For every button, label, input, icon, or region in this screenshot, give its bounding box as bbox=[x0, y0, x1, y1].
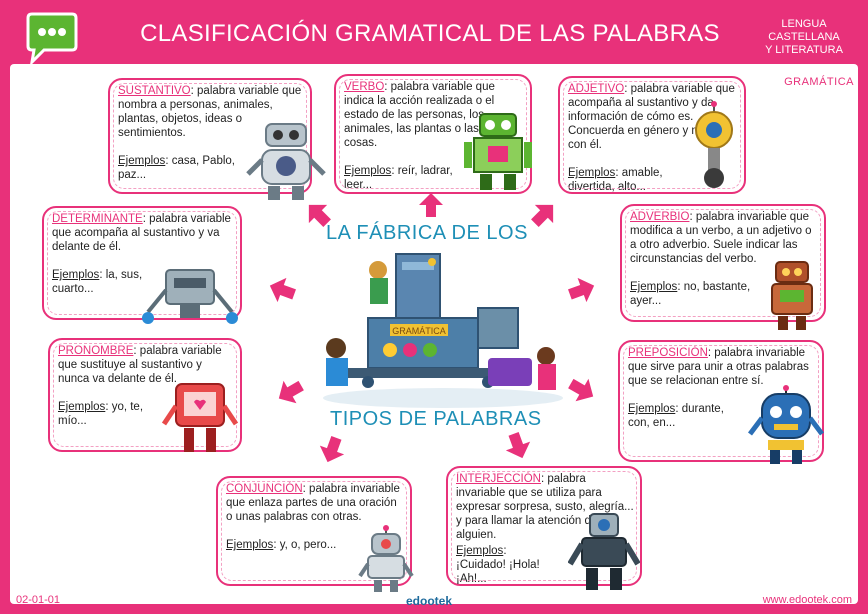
term-verbo: VERBO bbox=[344, 81, 385, 93]
sheet-code: 02-01-01 bbox=[16, 594, 61, 606]
term-pronombre: PRONOMBRE bbox=[58, 345, 134, 357]
arrow-left-icon bbox=[269, 277, 296, 303]
topic-label: GRAMÁTICA bbox=[784, 76, 854, 88]
arrow-up-icon bbox=[419, 193, 443, 217]
center-title-line1: LA FÁBRICA DE LOS bbox=[326, 222, 528, 244]
robot-sustantivo-icon bbox=[246, 123, 326, 200]
term-interjeccion: INTERJECCIÓN bbox=[456, 473, 541, 485]
term-adverbio: ADVERBIO bbox=[630, 211, 690, 223]
card-verbo: VERBO: palabra variable que indica la ac… bbox=[334, 74, 532, 194]
arrow-down-interjeccion-icon bbox=[505, 432, 531, 459]
center-title-line2: TIPOS DE PALABRAS bbox=[330, 408, 542, 430]
subject-label: LENGUA CASTELLANA Y LITERATURA bbox=[765, 18, 843, 56]
speech-bubble-logo-icon bbox=[26, 12, 78, 64]
term-sustantivo: SUSTANTIVO bbox=[118, 85, 191, 97]
arrow-right-icon bbox=[568, 277, 595, 303]
card-conjuncion: CONJUNCIÓN: palabra invariable que enlaz… bbox=[216, 476, 412, 586]
term-determinante: DETERMINANTE bbox=[52, 213, 143, 225]
header-bar: CLASIFICACIÓN GRAMATICAL DE LAS PALABRAS… bbox=[0, 0, 868, 64]
robot-adjetivo-icon bbox=[695, 101, 733, 188]
term-preposicion: PREPOSICIÓN bbox=[628, 347, 708, 359]
arrow-down-conjuncion-icon bbox=[319, 436, 345, 463]
robot-adverbio-icon bbox=[771, 261, 813, 330]
robot-conjuncion-icon bbox=[358, 525, 414, 592]
factory-machine-illustration: GRAMÁTICA bbox=[323, 253, 563, 408]
robot-verbo-icon bbox=[464, 113, 532, 190]
robot-pronombre-icon bbox=[161, 383, 239, 452]
brand-logo: edootek bbox=[406, 594, 453, 608]
arrow-up-right-icon bbox=[531, 204, 554, 227]
website-link[interactable]: www.edootek.com bbox=[762, 594, 852, 606]
page-title: CLASIFICACIÓN GRAMATICAL DE LAS PALABRAS bbox=[140, 20, 720, 47]
arrow-down-right-icon bbox=[568, 378, 594, 402]
arrow-down-left-icon bbox=[278, 380, 304, 404]
term-conjuncion: CONJUNCIÓN bbox=[226, 483, 303, 495]
robot-interjeccion-icon bbox=[568, 513, 640, 590]
arrow-up-left-icon bbox=[308, 204, 331, 227]
robot-determinante-icon bbox=[142, 269, 238, 324]
term-adjetivo: ADJETIVO bbox=[568, 83, 625, 95]
machine-label: GRAMÁTICA bbox=[392, 326, 446, 336]
robot-preposicion-icon bbox=[748, 385, 824, 464]
card-interjeccion: INTERJECCIÓN: palabra invariable que se … bbox=[446, 466, 642, 586]
